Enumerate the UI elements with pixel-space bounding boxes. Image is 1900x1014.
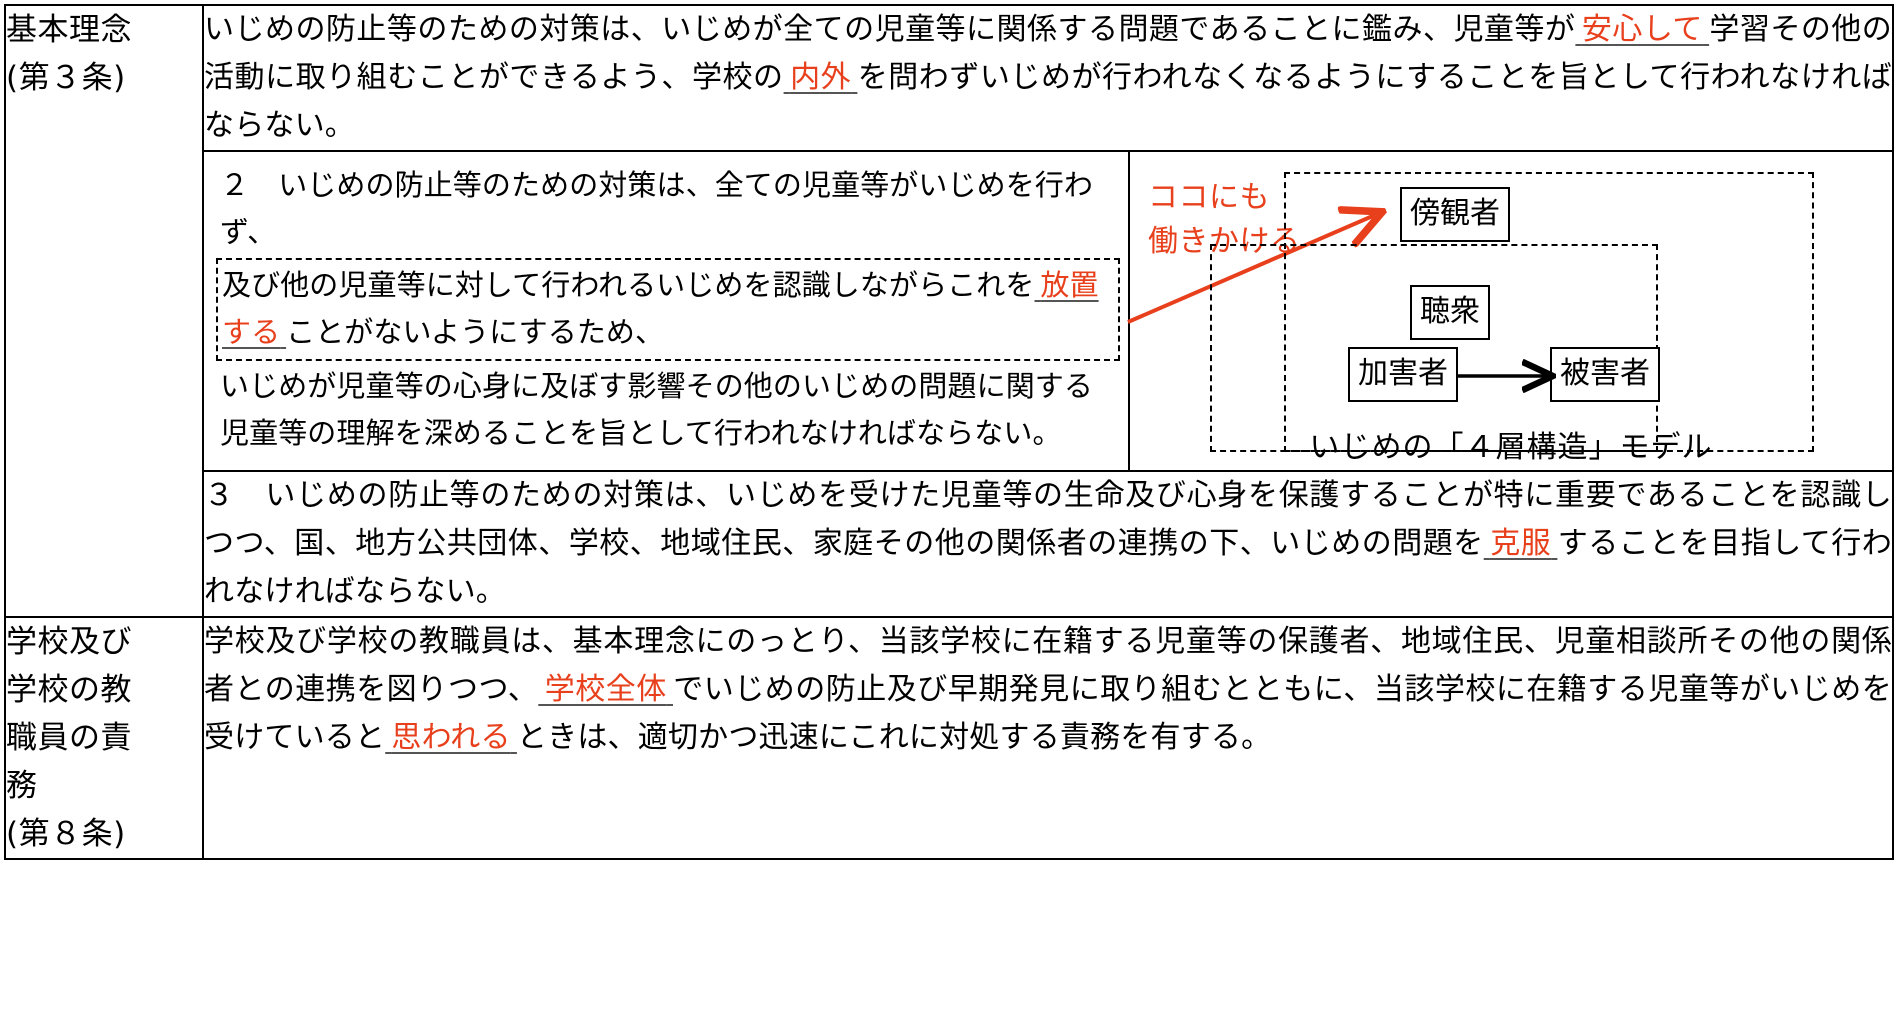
table-row: 学校及び 学校の教 職員の責 務 (第８条) 学校及び学校の教職員は、基本理念に… [4,616,1894,860]
blank-answer: 安心して [1581,12,1703,47]
blank-answer: 思われる [391,720,511,755]
node-bystander: 傍観者 [1400,187,1510,242]
row-label-basic-philosophy: 基本理念 (第３条) [4,4,204,618]
article-8-paragraph: 学校及び学校の教職員は、基本理念にのっとり、当該学校に在籍する児童等の保護者、地… [202,616,1894,860]
offender-to-victim-arrow-icon [1458,347,1608,407]
text-segment: ことがないようにするため、 [286,315,665,349]
text-segment: 及び他の児童等に対して行われるいじめを認識しながらこれを [222,268,1035,302]
paragraph-text: ３ いじめの防止等のための対策は、いじめを受けた児童等の生命及び心身を保護するこ… [204,472,1892,616]
document-page: 基本理念 (第３条) いじめの防止等のための対策は、いじめが全ての児童等に関係す… [0,4,1900,1014]
paragraph-text: 学校及び学校の教職員は、基本理念にのっとり、当該学校に在籍する児童等の保護者、地… [204,618,1892,762]
law-article-table: 基本理念 (第３条) いじめの防止等のための対策は、いじめが全ての児童等に関係す… [4,4,1894,860]
text-segment: 学校及び学校の教職員は、基本理念にのっとり、当該学校に在籍する児童等の保護者、地… [204,624,1892,707]
bullying-four-layer-figure: ココにも 働きかける 傍観者 聴衆 加害者 被害者 [1127,152,1892,470]
table-row: ２ いじめの防止等のための対策は、全ての児童等がいじめを行わず、 及び他の児童等… [5,150,1894,472]
paragraph-tail: いじめが児童等の心身に及ぼす影響その他のいじめの問題に関する児童等の理解を深める… [220,369,1094,450]
text-segment: ときは、適切かつ迅速にこれに対処する責務を有する。 [516,720,1272,755]
text-segment: でいじめの防止及び早期発見に取り組むとともに、当該学校に在籍する児童等がいじめを… [204,672,1892,755]
paragraph-text: 及び他の児童等に対して行われるいじめを認識しながらこれを放置することがないように… [222,262,1114,356]
figure-caption: いじめの「４層構造」モデル [1309,430,1713,465]
text-segment: 学習その他の活動に取り組むことができるよう、学校の [204,12,1893,95]
row-label-school-duty: 学校及び 学校の教 職員の責 務 (第８条) [4,616,204,860]
article-3-paragraph-1: いじめの防止等のための対策は、いじめが全ての児童等に関係する問題であることに鑑み… [202,4,1894,152]
highlighted-dashed-box: 及び他の児童等に対して行われるいじめを認識しながらこれを放置することがないように… [216,258,1120,361]
article-3-paragraph-2-text: ２ いじめの防止等のための対策は、全ての児童等がいじめを行わず、 及び他の児童等… [204,152,1130,470]
table-row: 基本理念 (第３条) いじめの防止等のための対策は、いじめが全ての児童等に関係す… [4,4,1894,618]
node-audience: 聴衆 [1410,285,1490,340]
paragraph-and-figure-split: ２ いじめの防止等のための対策は、全ての児童等がいじめを行わず、 及び他の児童等… [204,152,1892,470]
blank-answer: 学校全体 [544,672,667,707]
paragraph-text: いじめの防止等のための対策は、いじめが全ての児童等に関係する問題であることに鑑み… [204,6,1892,150]
table-row: ３ いじめの防止等のための対策は、いじめを受けた児童等の生命及び心身を保護するこ… [5,470,1894,618]
node-offender: 加害者 [1348,347,1458,402]
text-segment: ３ いじめの防止等のための対策は、いじめを受けた児童等の生命及び心身を保護するこ… [204,478,1892,561]
text-segment: することを目指して行われなければならない。 [204,526,1892,609]
node-victim: 被害者 [1550,347,1660,402]
text-segment: いじめの防止等のための対策は、いじめが全ての児童等に関係する問題であることに鑑み… [204,12,1576,47]
text-segment: を問わずいじめが行われなくなるようにすることを旨として行われなければならない。 [204,60,1892,143]
article-3-paragraph-3: ３ いじめの防止等のための対策は、いじめを受けた児童等の生命及び心身を保護するこ… [202,470,1894,618]
annotation-text: ココにも 働きかける [1148,180,1301,259]
paragraph-lead: ２ いじめの防止等のための対策は、全ての児童等がいじめを行わず、 [220,168,1094,249]
blank-answer: 内外 [789,60,852,95]
article-3-paragraph-2-cell: ２ いじめの防止等のための対策は、全ての児童等がいじめを行わず、 及び他の児童等… [202,150,1894,472]
blank-answer: 克服 [1489,526,1552,561]
blank-answer: 放置する [222,268,1099,349]
